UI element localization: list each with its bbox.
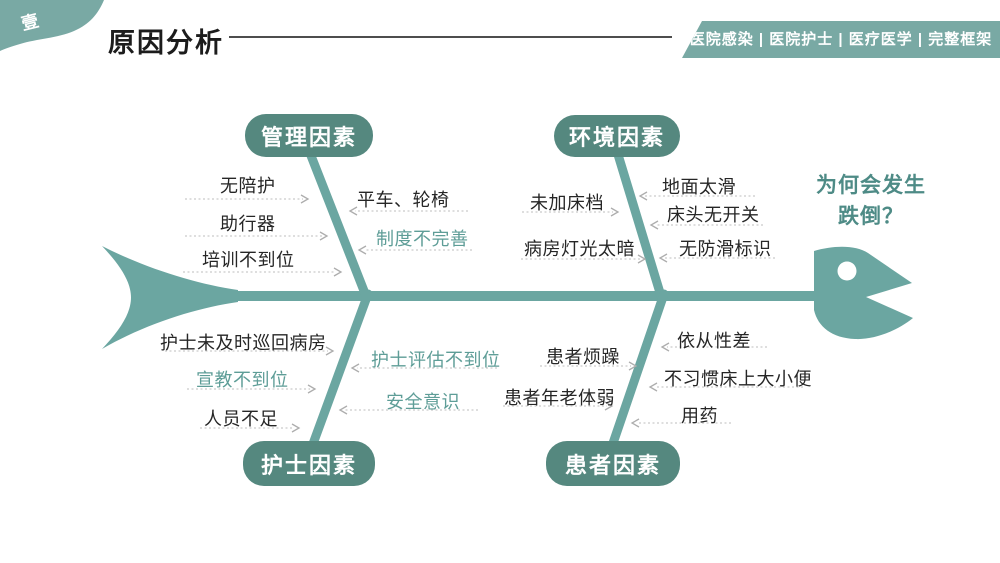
arrow-heads (291, 191, 670, 433)
category-label: 环境因素 (568, 125, 665, 150)
arrowhead-slippery (638, 191, 648, 201)
page-title: 原因分析 (108, 28, 224, 58)
category-bubble-patient: 患者因素 (546, 441, 680, 486)
arrowhead-education (307, 384, 317, 394)
cause-nurse-outer-2: 宣教不到位 (196, 370, 289, 390)
arrowhead-trolley (348, 206, 358, 216)
corner-decoration (0, 0, 104, 51)
cause-management-outer-3: 培训不到位 (202, 250, 295, 270)
bone-nurse (305, 289, 373, 457)
arrowhead-training (333, 267, 343, 277)
category-label: 患者因素 (564, 452, 661, 478)
title-underline (229, 36, 672, 38)
arrowhead-no-sign (658, 253, 668, 263)
effect-question-line2: 跌倒？ (838, 205, 904, 228)
arrowhead-safety (338, 405, 348, 415)
effect-question: 为何会发生 跌倒？ (790, 170, 952, 232)
cause-patient-inner-1: 依从性差 (677, 331, 751, 351)
arrowhead-system (357, 245, 367, 255)
arrowhead-elderly (604, 401, 614, 411)
cause-patient-inner-2: 不习惯床上大小便 (664, 369, 812, 389)
arrowhead-dim-light (637, 254, 647, 264)
bone-management (303, 143, 371, 301)
category-label: 管理因素 (260, 124, 357, 150)
cause-management-inner-1: 平车、轮椅 (357, 190, 450, 210)
arrow-lines (165, 195, 803, 429)
arrowhead-bedpan (648, 382, 658, 392)
cause-environment-outer-1: 未加床档 (530, 193, 604, 213)
cause-environment-inner-2: 床头无开关 (667, 205, 760, 225)
arrowhead-agitated (628, 361, 638, 371)
category-bubble-management: 管理因素 (245, 114, 373, 157)
cause-environment-inner-3: 无防滑标识 (679, 239, 772, 259)
cause-nurse-inner-1: 护士评估不到位 (371, 350, 501, 370)
arrowhead-bedrail (610, 207, 620, 217)
corner-blob-shape (0, 0, 104, 51)
category-bubble-environment: 环境因素 (554, 115, 680, 157)
cause-nurse-outer-3: 人员不足 (204, 409, 278, 429)
arrowhead-no-rounds (325, 346, 335, 356)
fish-head (814, 246, 913, 340)
bone-patient (605, 289, 669, 457)
arrowhead-no-escort (300, 194, 310, 204)
cause-patient-outer-2: 患者年老体弱 (504, 388, 615, 408)
arrowhead-walker (319, 231, 329, 241)
cause-management-inner-2: 制度不完善 (376, 229, 469, 249)
arrowhead-assessment (350, 363, 360, 373)
cause-environment-inner-1: 地面太滑 (662, 177, 736, 197)
category-bubble-nurse: 护士因素 (243, 441, 375, 486)
cause-management-outer-1: 无陪护 (220, 176, 276, 196)
cause-patient-inner-3: 用药 (681, 406, 718, 426)
fish-eye (837, 261, 857, 281)
arrowhead-medication (630, 418, 640, 428)
arrowhead-understaffed (291, 423, 301, 433)
effect-question-line1: 为何会发生 (816, 174, 926, 197)
cause-management-outer-2: 助行器 (220, 214, 276, 234)
cause-environment-outer-2: 病房灯光太暗 (524, 239, 635, 259)
bone-environment (611, 143, 666, 301)
cause-patient-outer-1: 患者烦躁 (546, 347, 620, 367)
category-label: 护士因素 (260, 452, 357, 478)
arrowhead-compliance (660, 342, 670, 352)
arrowhead-no-switch (649, 220, 659, 230)
cause-nurse-outer-1: 护士未及时巡回病房 (160, 333, 327, 353)
tags-text: 医院感染 | 医院护士 | 医疗医学 | 完整框架 (689, 31, 993, 48)
cause-nurse-inner-2: 安全意识 (386, 392, 460, 412)
tags-badge: 医院感染 | 医院护士 | 医疗医学 | 完整框架 (682, 21, 1000, 58)
